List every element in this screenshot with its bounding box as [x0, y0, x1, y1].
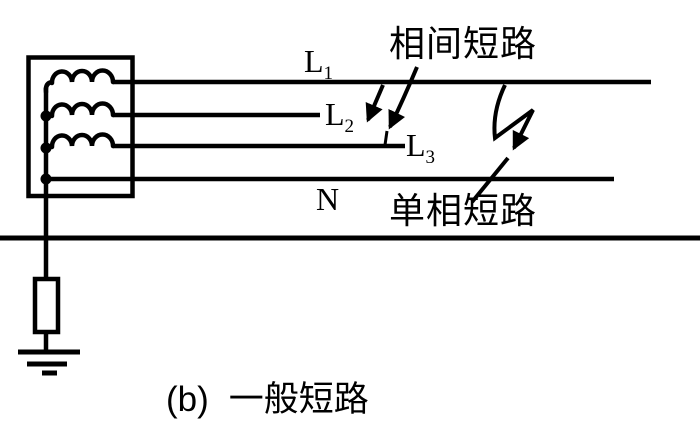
label-l2-sub: 2: [344, 116, 355, 137]
label-l2: L2: [325, 98, 354, 136]
winding-coil-l1: [43, 68, 116, 95]
interphase-fault-arrow-l2: [365, 84, 385, 123]
label-l3: L3: [406, 129, 435, 167]
figure-caption: (b) 一般短路: [166, 382, 369, 417]
winding-coil-l2: [43, 101, 116, 120]
junction-dot-l2: [40, 110, 52, 122]
single-phase-fault-bolt: [492, 84, 535, 151]
label-l1: L1: [304, 45, 333, 83]
figure-caption-title: 一般短路: [228, 380, 369, 419]
interphase-fault-arrow-tail: [383, 130, 389, 146]
grounding-resistor: [32, 276, 61, 335]
interphase-fault-arrow-l3: [388, 66, 419, 130]
interphase-short-label: 相间短路: [389, 23, 538, 64]
label-l3-base: L: [406, 127, 426, 163]
label-l1-sub: 1: [323, 63, 334, 84]
figure-caption-index: (b): [166, 380, 209, 419]
label-neutral: N: [316, 181, 340, 217]
label-l1-base: L: [304, 43, 324, 79]
winding-coil-l3: [43, 132, 116, 151]
single-phase-short-label: 单相短路: [389, 190, 538, 231]
label-l2-base: L: [325, 96, 345, 132]
label-l3-sub: 3: [425, 147, 436, 168]
single-phase-fault-leader: [470, 156, 510, 204]
transformer-box: [26, 55, 135, 199]
junction-dot-l3: [40, 142, 52, 154]
